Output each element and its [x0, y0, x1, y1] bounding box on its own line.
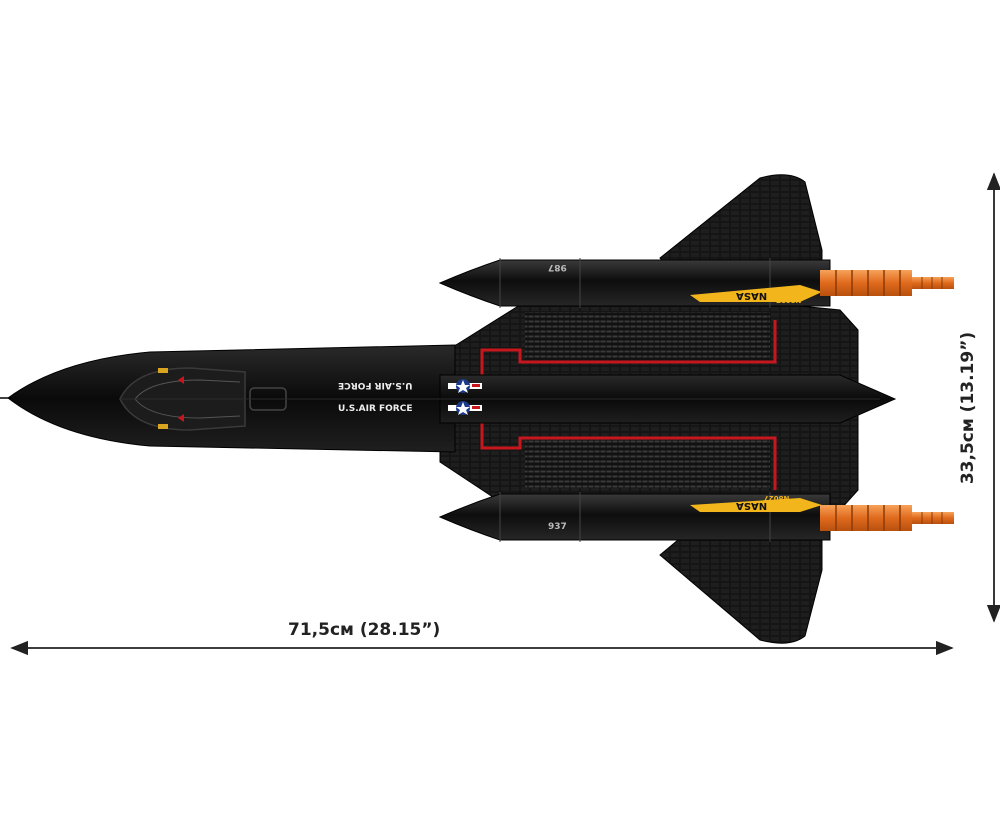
upper-exhaust: [820, 270, 912, 296]
width-dimension-label: 71,5см (28.15”): [288, 620, 441, 640]
tail-number-top: 987: [548, 262, 567, 272]
lower-louver-panel: [525, 440, 770, 488]
upper-louver-panel: [525, 312, 770, 360]
upper-red-stripe: [480, 320, 777, 378]
serial-marking-bottom: N8027: [764, 494, 790, 502]
lower-wing: [659, 529, 823, 644]
roundel-upper: [448, 379, 482, 393]
nasa-marking-bottom: NASA: [736, 500, 768, 511]
height-dimension-label: 33,5см (13.19”): [958, 331, 978, 485]
upper-nasa-stripe: [690, 285, 822, 302]
air-force-marking-bottom: U.S.AIR FORCE: [338, 404, 413, 414]
lower-exhaust: [820, 505, 912, 531]
fuselage: [0, 344, 897, 453]
serial-marking-top: N8027: [776, 296, 802, 304]
tail-number-bottom: 937: [548, 522, 567, 532]
roundel-lower: [448, 401, 482, 415]
lower-red-stripe: [480, 422, 777, 490]
lower-nasa-stripe: [690, 498, 822, 512]
air-force-marking-top: U.S.AIR FORCE: [338, 380, 413, 390]
lower-engine-nacelle: [438, 492, 954, 542]
nasa-marking-top: NASA: [736, 290, 768, 301]
upper-engine-nacelle: [438, 258, 954, 308]
